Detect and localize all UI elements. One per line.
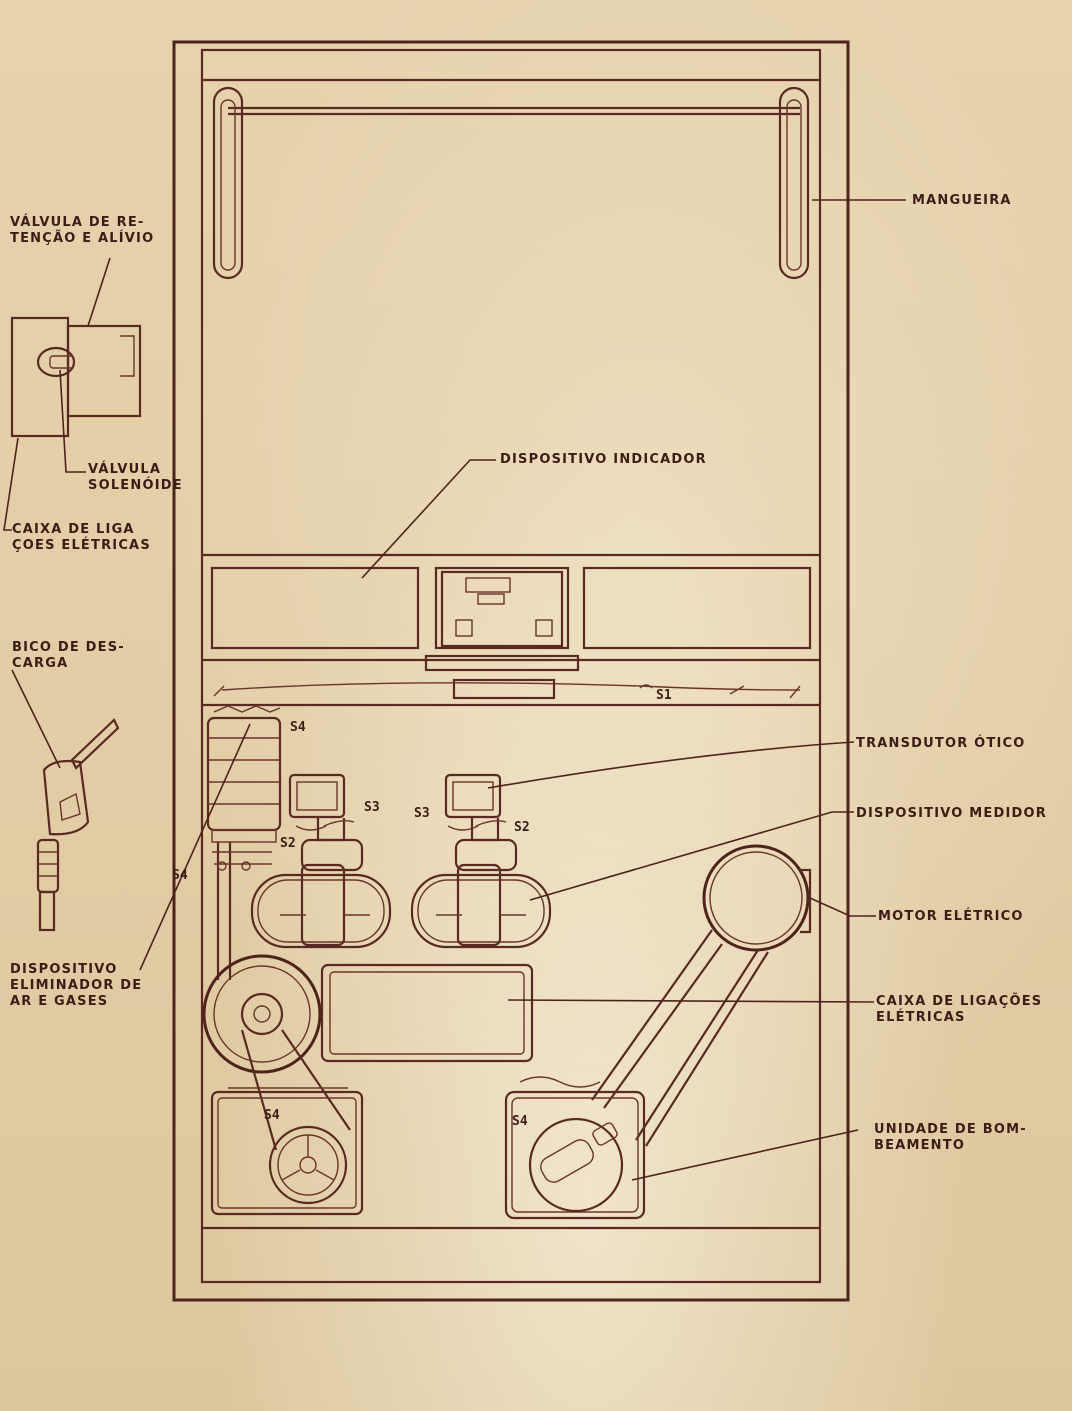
- label-dispositivo-eliminador: DISPOSITIVO ELIMINADOR DE AR E GASES: [10, 962, 143, 1009]
- metering-devices: [250, 818, 552, 949]
- tag-s4-bottom-right: S4: [512, 1114, 528, 1129]
- label-caixa-ligacoes-left: CAIXA DE LIGA ÇOES ELÉTRICAS: [12, 522, 151, 553]
- label-caixa-ligacoes-right: CAIXA DE LIGAÇÕES ELÉTRICAS: [876, 994, 1043, 1025]
- label-unidade-bombeamento: UNIDADE DE BOM- BEAMENTO: [874, 1122, 1027, 1153]
- nozzle-detail: [36, 718, 120, 932]
- tag-s3-right: S3: [414, 806, 430, 821]
- tag-s4-bottom-left: S4: [264, 1108, 280, 1123]
- label-dispositivo-indicador: DISPOSITIVO INDICADOR: [500, 452, 707, 467]
- hose-assembly: [212, 86, 810, 280]
- tag-s4-top: S4: [290, 720, 306, 735]
- valve-detail: [10, 316, 142, 438]
- label-valvula-retencao: VÁLVULA DE RE- TENÇÃO E ALÍVIO: [10, 215, 155, 246]
- tag-s2-right: S2: [514, 820, 530, 835]
- label-motor-eletrico: MOTOR ELÉTRICO: [878, 909, 1024, 924]
- label-transdutor-otico: TRANSDUTOR ÓTICO: [856, 736, 1026, 751]
- electric-motor: [702, 844, 812, 952]
- tag-s3-left: S3: [364, 800, 380, 815]
- wiring-channel: [213, 682, 801, 699]
- tag-s1: S1: [656, 688, 672, 703]
- air-gas-eliminator: [206, 705, 282, 980]
- optical-transducers: [288, 773, 502, 819]
- left-pump-unit: [202, 954, 364, 1216]
- label-valvula-solenoide: VÁLVULA SOLENÓIDE: [88, 462, 183, 493]
- leader-lines: [3, 199, 906, 1181]
- electrical-junction-box: [320, 963, 534, 1063]
- tag-s4-mid: S4: [172, 868, 188, 883]
- label-mangueira: MANGUEIRA: [912, 193, 1012, 208]
- label-bico-descarga: BICO DE DES- CARGA: [12, 640, 125, 671]
- right-pumping-unit: [504, 929, 769, 1220]
- indicator-panel: [210, 566, 812, 700]
- tag-s2-left: S2: [280, 836, 296, 851]
- label-dispositivo-medidor: DISPOSITIVO MEDIDOR: [856, 806, 1047, 821]
- cabinet-frame: [172, 40, 850, 1302]
